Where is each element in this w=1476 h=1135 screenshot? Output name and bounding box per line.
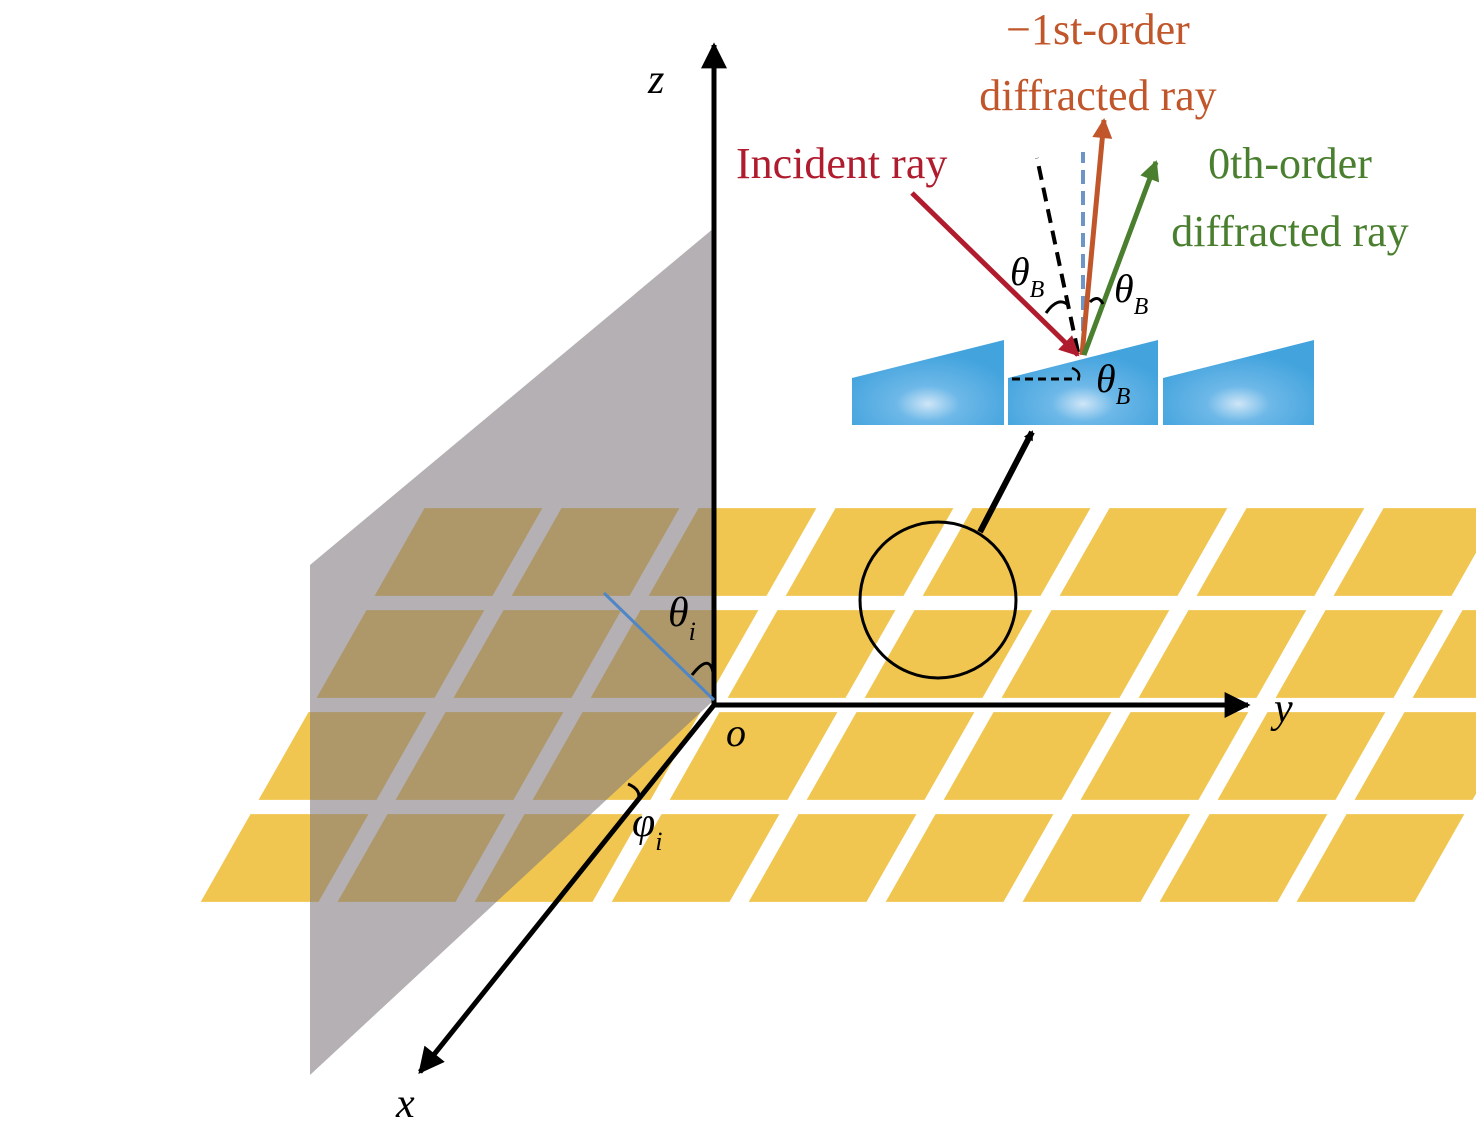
metasurface-patch — [611, 814, 780, 902]
incidence-plane — [310, 228, 714, 1075]
metasurface-patch — [885, 814, 1054, 902]
theta-b-label-right: θB — [1114, 266, 1149, 320]
zoom-circle — [858, 520, 1018, 680]
grating-facet — [1008, 340, 1158, 425]
metasurface-patch — [1275, 610, 1444, 698]
incident-ray-label: Incident ray — [736, 139, 947, 188]
metasurface-patch — [1333, 508, 1476, 596]
x-axis-label: x — [395, 1081, 415, 1127]
metasurface-patch — [1296, 814, 1465, 902]
metasurface-patch — [669, 712, 838, 800]
phi-i-label: φi — [632, 800, 662, 856]
minus-first-order-label-line2: diffracted ray — [979, 71, 1216, 120]
theta-b-arc-facet — [1071, 366, 1081, 381]
theta-i-label: θi — [668, 590, 696, 646]
metasurface-patch — [1001, 610, 1170, 698]
zeroth-order-label-line1: 0th-order — [1208, 139, 1372, 188]
phi-i-arc — [627, 782, 641, 801]
metasurface-patch — [1080, 712, 1249, 800]
incident-projection-line — [602, 591, 716, 702]
zeroth-order-label-line2: diffracted ray — [1171, 207, 1408, 256]
metasurface-patch — [785, 508, 954, 596]
theta-b-arc-right — [1088, 297, 1105, 305]
zoom-pointer-arrow — [977, 430, 1035, 534]
facet-normal-dashed — [1035, 157, 1080, 353]
metasurface-patch — [922, 508, 1091, 596]
metasurface-patch — [1196, 508, 1365, 596]
zeroth-order-ray-arrow — [1081, 160, 1160, 356]
metasurface-patch — [943, 712, 1112, 800]
blazed-grating-inset — [852, 340, 1314, 425]
metasurface-patch — [1217, 712, 1386, 800]
metasurface-patch — [1412, 610, 1476, 698]
grating-facet — [1163, 340, 1314, 425]
minus-first-order-label-line1: −1st-order — [1006, 5, 1190, 54]
metasurface-patch — [864, 610, 1033, 698]
incident-ray-arrow — [910, 191, 1080, 357]
metasurface-patch — [1138, 610, 1307, 698]
theta-i-arc — [690, 661, 716, 684]
metasurface-patch — [748, 814, 917, 902]
z-axis-label: z — [647, 57, 664, 103]
theta-b-label-facet: θB — [1096, 356, 1131, 410]
metasurface-patch — [1159, 814, 1328, 902]
theta-b-label-left: θB — [1010, 249, 1045, 303]
metasurface-patch — [1059, 508, 1228, 596]
y-axis-label: y — [1270, 686, 1293, 732]
minus-first-order-ray-arrow — [1079, 118, 1113, 356]
metasurface-patch — [727, 610, 896, 698]
metasurface-patch — [1354, 712, 1476, 800]
grating-facet — [852, 340, 1004, 425]
origin-label: o — [726, 710, 746, 755]
metasurface-patch — [1022, 814, 1191, 902]
x-axis — [418, 703, 716, 1075]
theta-b-arc-left — [1044, 300, 1070, 314]
metasurface-patch — [806, 712, 975, 800]
